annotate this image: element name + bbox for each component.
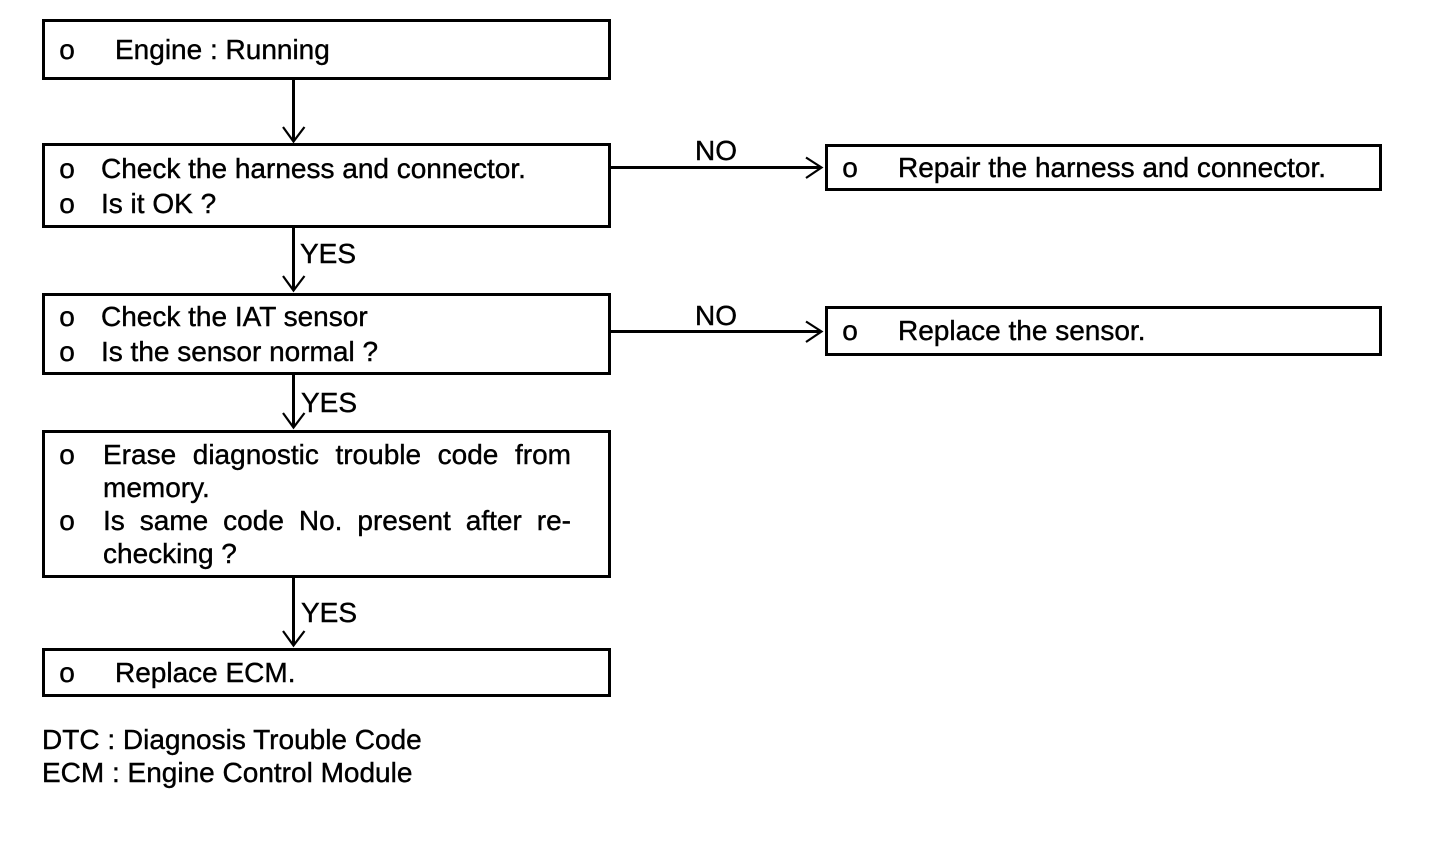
legend-line-ecm: ECM : Engine Control Module	[42, 757, 413, 788]
node-line: o Check the harness and connector.	[45, 151, 608, 186]
node-text: Repair the harness and connector.	[898, 151, 1327, 183]
node-text: checking ?	[103, 538, 237, 569]
node-text: Check the harness and connector.	[101, 152, 526, 184]
arrow-down-icon	[282, 375, 306, 430]
node-check-iat-sensor: o Check the IAT sensor o Is the sensor n…	[42, 293, 611, 375]
node-line: o Repair the harness and connector.	[828, 151, 1379, 185]
bullet-icon: o	[59, 439, 75, 470]
node-text: Erase diagnostic trouble code from	[103, 439, 571, 470]
node-text-block: Erase diagnostic trouble code from memor…	[103, 438, 571, 504]
node-item: o Erase diagnostic trouble code from mem…	[45, 438, 608, 504]
branch-label-no: NO	[695, 135, 737, 166]
branch-label-yes: YES	[301, 387, 358, 418]
bullet-icon: o	[59, 152, 75, 184]
arrow-down-icon	[282, 228, 306, 293]
arrow-down-icon	[282, 80, 306, 144]
branch-label-no: NO	[695, 300, 737, 331]
arrow-right-icon	[611, 156, 824, 179]
node-text: memory.	[103, 472, 210, 503]
node-text: Replace ECM.	[115, 656, 296, 688]
legend-line-dtc: DTC : Diagnosis Trouble Code	[42, 724, 422, 755]
node-replace-ecm: o Replace ECM.	[42, 648, 611, 697]
node-line: o Engine : Running	[45, 33, 608, 67]
bullet-icon: o	[59, 301, 75, 332]
node-text: Replace the sensor.	[898, 315, 1146, 346]
node-repair-harness: o Repair the harness and connector.	[825, 144, 1382, 191]
branch-label-yes: YES	[301, 597, 358, 628]
branch-label-yes: YES	[300, 238, 357, 269]
node-line: o Is it OK ?	[45, 186, 608, 221]
bullet-icon: o	[59, 336, 75, 367]
arrow-down-icon	[282, 578, 306, 648]
node-text: Engine : Running	[115, 33, 330, 65]
node-line: o Replace the sensor.	[828, 314, 1379, 348]
node-engine-running: o Engine : Running	[42, 19, 611, 80]
node-check-harness: o Check the harness and connector. o Is …	[42, 143, 611, 228]
node-item: o Is same code No. present after re- che…	[45, 504, 608, 570]
bullet-icon: o	[59, 505, 75, 536]
node-replace-sensor: o Replace the sensor.	[825, 306, 1382, 356]
bullet-icon: o	[59, 187, 75, 219]
arrow-right-icon	[611, 320, 824, 343]
node-erase-dtc: o Erase diagnostic trouble code from mem…	[42, 430, 611, 578]
node-text: Is same code No. present after re-	[103, 505, 571, 536]
node-line: o Replace ECM.	[45, 656, 608, 690]
legend: DTC : Diagnosis Trouble Code ECM : Engin…	[42, 723, 422, 789]
bullet-icon: o	[842, 315, 858, 346]
bullet-icon: o	[59, 656, 75, 688]
bullet-icon: o	[59, 33, 75, 65]
node-line: o Is the sensor normal ?	[45, 334, 608, 369]
node-text: Is the sensor normal ?	[101, 336, 379, 367]
node-line: o Check the IAT sensor	[45, 299, 608, 334]
node-text: Is it OK ?	[101, 187, 217, 219]
node-text-block: Is same code No. present after re- check…	[103, 504, 571, 570]
bullet-icon: o	[842, 151, 858, 183]
node-text: Check the IAT sensor	[101, 301, 368, 332]
